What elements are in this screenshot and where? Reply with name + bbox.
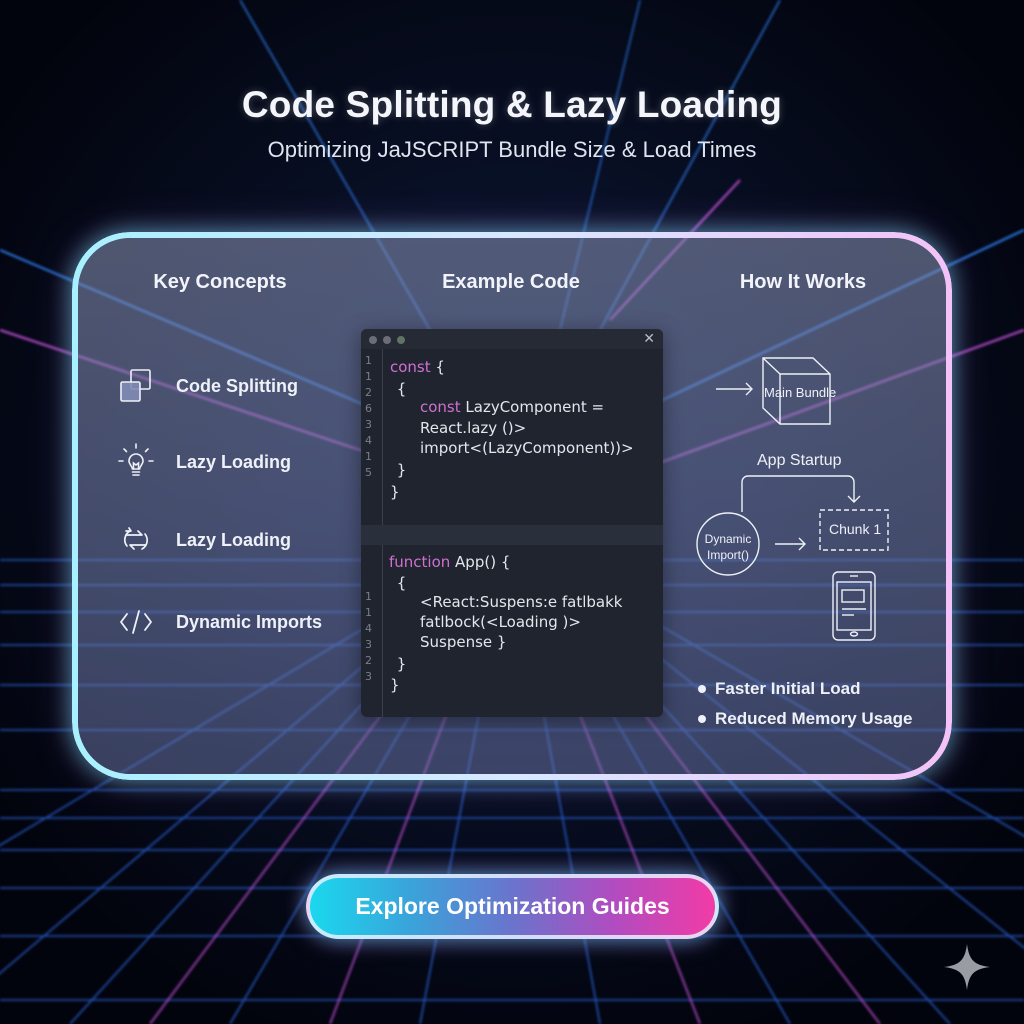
concept-label: Dynamic Imports [176, 611, 323, 632]
code-brackets-icon [116, 602, 156, 642]
page-title: Code Splitting & Lazy Loading [241, 84, 783, 125]
line-number: 1 [365, 370, 372, 383]
overlapping-squares-icon [116, 366, 156, 406]
window-dot-icon[interactable] [369, 336, 377, 344]
how-it-works-heading: How It Works [739, 271, 867, 293]
main-bundle-label: Main Bundle [764, 385, 837, 400]
code-line: Suspense } [420, 633, 507, 651]
code-line: <React:Suspens:e fatlbakk [420, 593, 623, 611]
line-number: 3 [365, 638, 372, 651]
sparkle-icon [944, 944, 990, 990]
concept-label: Lazy Loading [176, 529, 292, 550]
key-concepts-heading: Key Concepts [153, 271, 287, 293]
line-number: 3 [365, 670, 372, 683]
code-line: } [392, 655, 407, 673]
concept-lazy-loading-2: Lazy Loading [116, 520, 291, 560]
code-line: fatlbock(<Loading )> [420, 613, 581, 631]
editor-titlebar: ✕ [361, 329, 663, 349]
code-line: const LazyComponent = [420, 398, 605, 416]
bullet-icon [698, 715, 706, 723]
page-subtitle: Optimizing JaJSCRIPT Bundle Size & Load … [267, 137, 757, 162]
dynamic-import-label: Dynamic Import() [704, 532, 752, 562]
code-line: React.lazy ()> [420, 419, 527, 437]
code-line: } [392, 461, 407, 479]
cube-icon [762, 357, 831, 425]
example-code-heading: Example Code [442, 271, 580, 293]
line-number: 1 [365, 354, 372, 367]
line-number: 1 [365, 450, 372, 463]
explore-guides-button[interactable]: Explore Optimization Guides [306, 874, 719, 939]
concept-dynamic-imports: Dynamic Imports [116, 602, 322, 642]
benefit-item: Reduced Memory Usage [698, 709, 912, 729]
chunk-label: Chunk 1 [829, 521, 882, 537]
code-line: const { [390, 358, 445, 376]
code-editor-window: ✕ 1 1 2 6 3 4 1 5 const { { const LazyCo… [361, 329, 663, 717]
code-line: } [390, 676, 400, 694]
line-number: 1 [365, 590, 372, 603]
window-dot-icon[interactable] [397, 336, 405, 344]
close-icon[interactable]: ✕ [643, 330, 655, 346]
code-line: } [390, 483, 400, 501]
refresh-arrows-icon [116, 520, 156, 560]
bullet-icon [698, 685, 706, 693]
how-it-works-diagram [696, 357, 889, 641]
code-line: { [392, 574, 407, 592]
line-number: 4 [365, 434, 372, 447]
chunk-box [819, 509, 889, 551]
mobile-phone-icon [832, 571, 876, 641]
line-number: 4 [365, 622, 372, 635]
concept-code-splitting: Code Splitting [116, 366, 298, 406]
line-number: 5 [365, 466, 372, 479]
concept-lazy-loading: Lazy Loading [116, 442, 291, 482]
arrow-right-icon [716, 382, 753, 396]
concept-label: Lazy Loading [176, 451, 292, 472]
line-number: 1 [365, 606, 372, 619]
code-line: function App() { [389, 553, 511, 571]
code-line: import<(LazyComponent))> [420, 439, 634, 457]
app-startup-label: App Startup [757, 452, 842, 469]
line-number: 6 [365, 402, 372, 415]
line-number: 2 [365, 386, 372, 399]
code-line: { [392, 380, 407, 398]
editor-divider [361, 525, 663, 545]
concept-label: Code Splitting [176, 375, 298, 396]
line-number: 2 [365, 654, 372, 667]
window-dot-icon[interactable] [383, 336, 391, 344]
line-number: 3 [365, 418, 372, 431]
dynamic-import-node [696, 512, 760, 576]
lightbulb-icon [116, 442, 156, 482]
benefit-item: Faster Initial Load [698, 679, 860, 699]
